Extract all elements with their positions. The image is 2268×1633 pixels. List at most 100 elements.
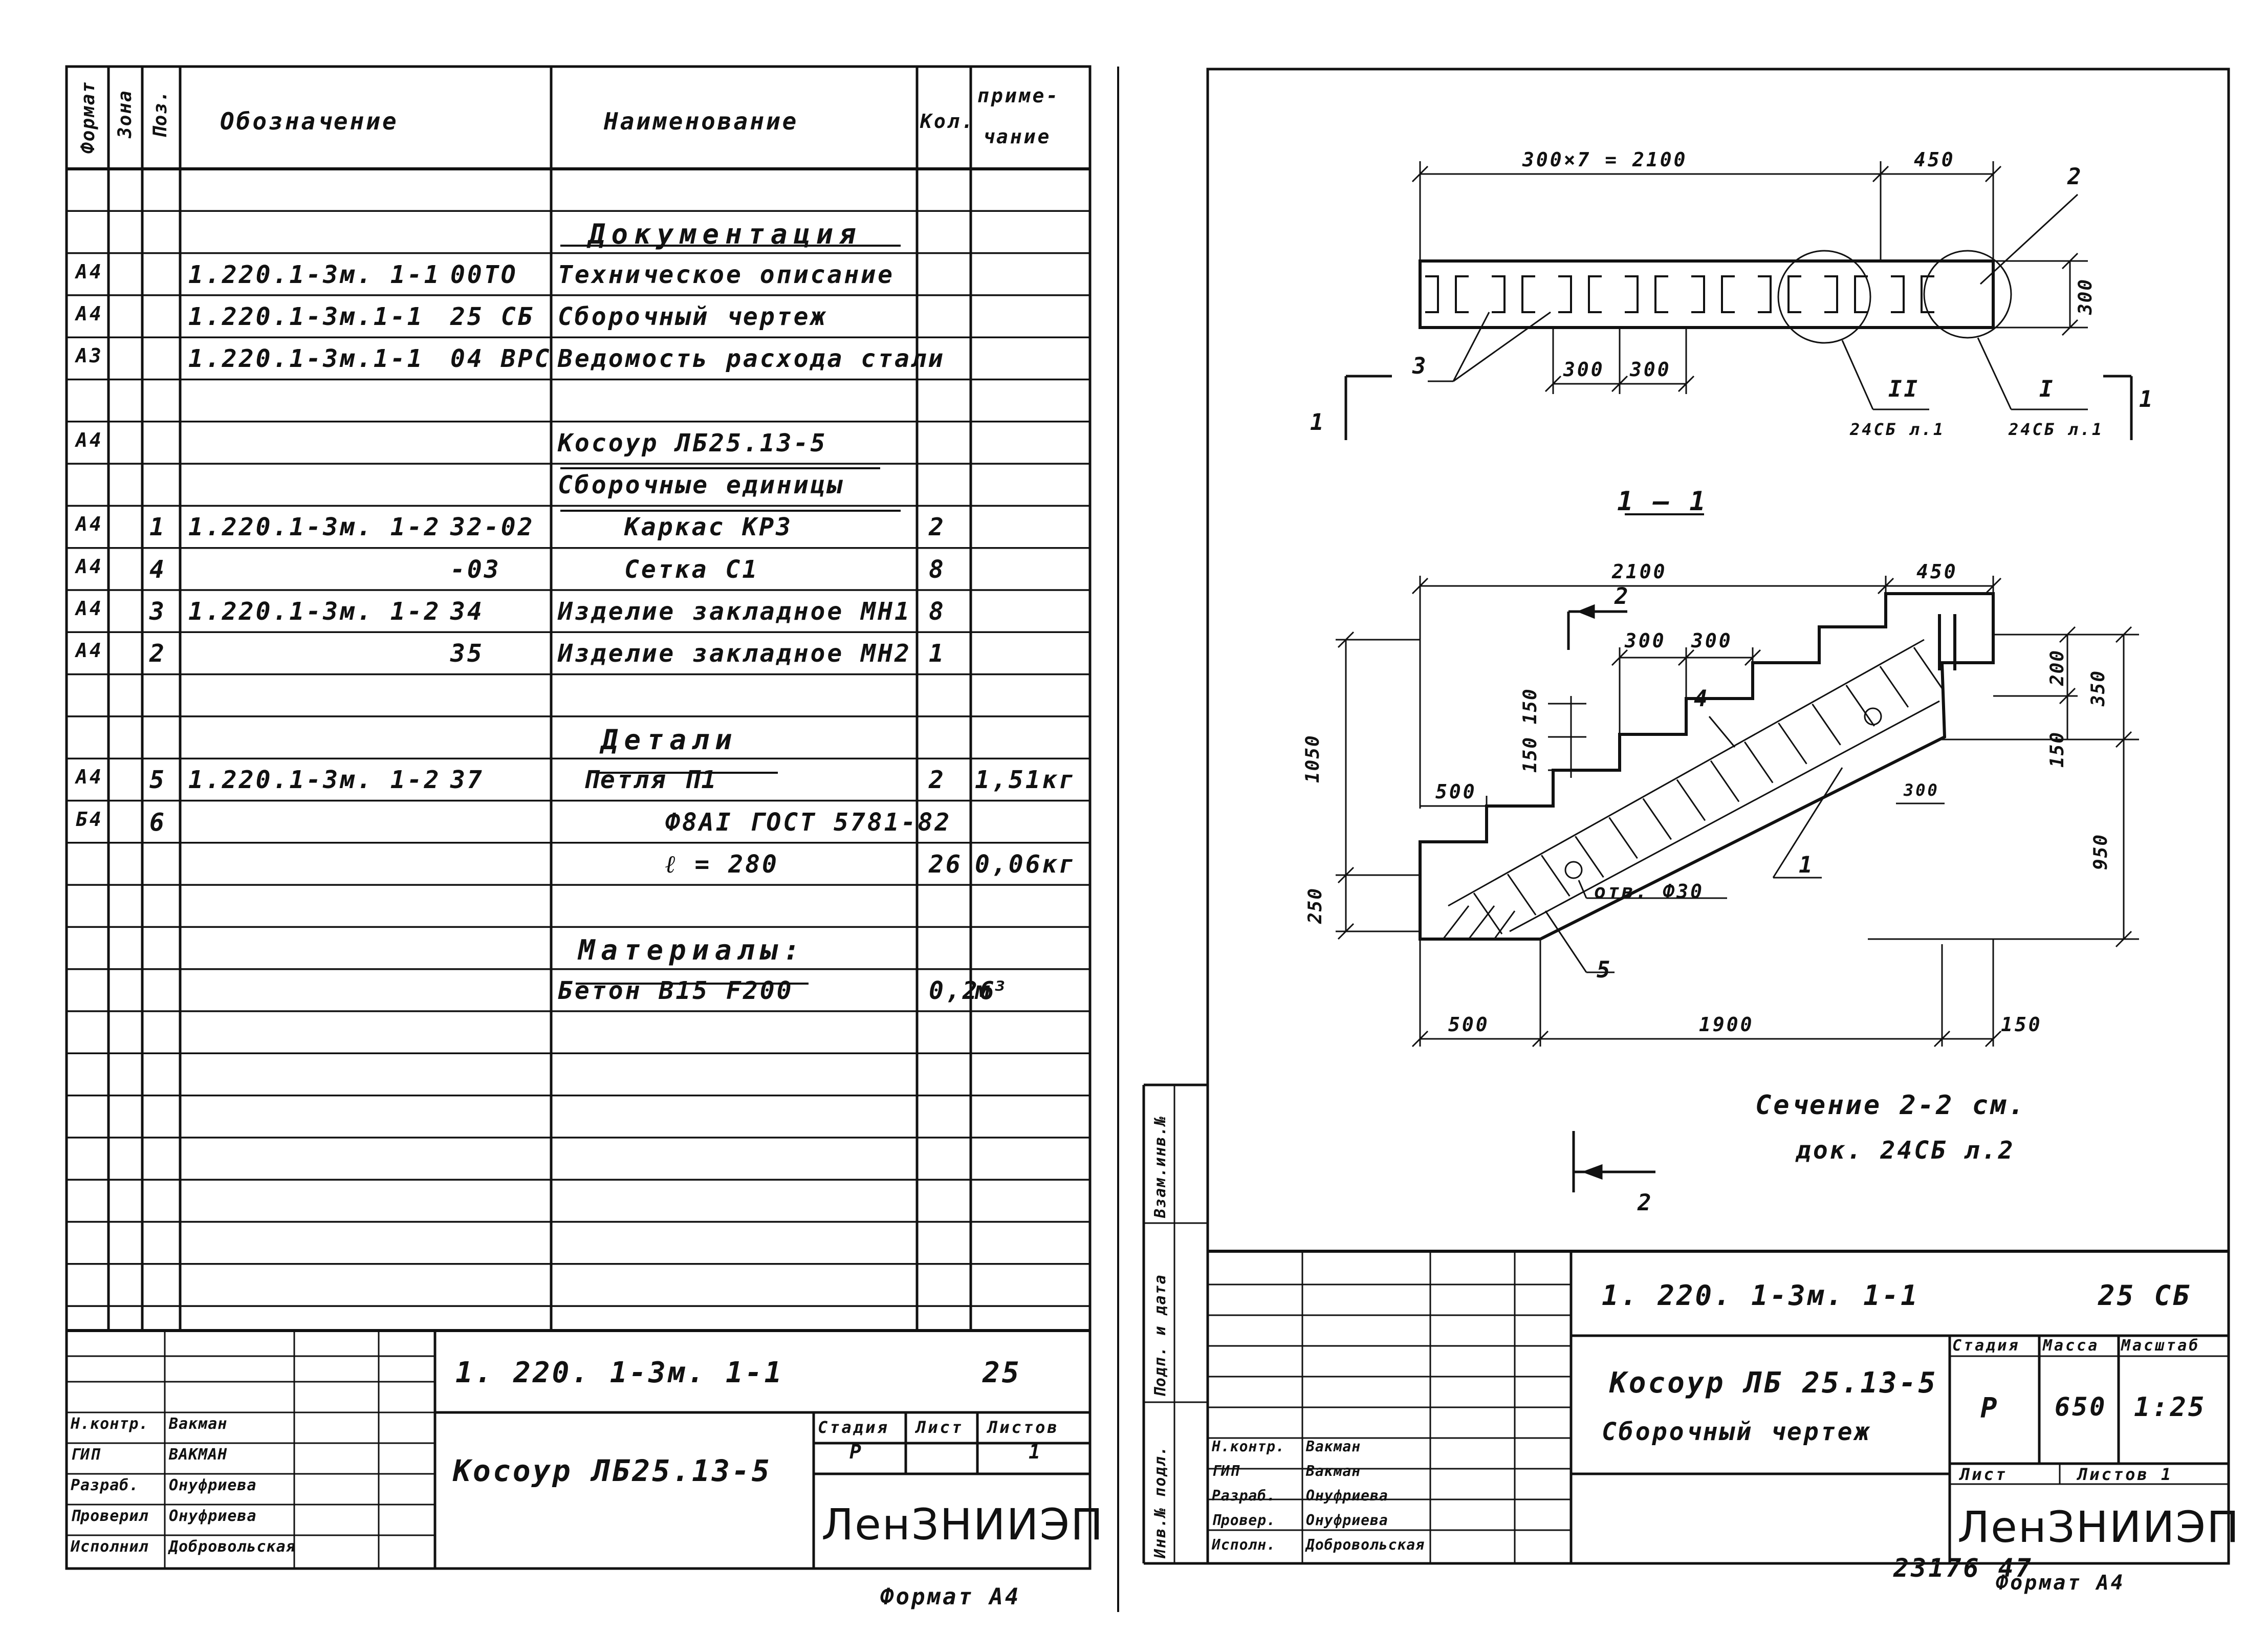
r-title-2: Сборочный чертеж bbox=[1602, 1418, 1871, 1446]
role-title: Проверил bbox=[71, 1507, 149, 1525]
sec-dim-350: 350 bbox=[2088, 669, 2109, 706]
r-sheets-label: Листов 1 bbox=[2078, 1465, 2173, 1484]
role-person: Онуфриева bbox=[1306, 1512, 1388, 1529]
spec-cell-pos: 2 bbox=[149, 639, 166, 668]
spec-cell-name: Сборочный чертеж bbox=[558, 302, 827, 331]
sec-mark-5: 5 bbox=[1597, 957, 1612, 983]
spec-cell-name: Сетка С1 bbox=[624, 555, 759, 584]
role-person: Добровольская bbox=[1306, 1536, 1425, 1553]
sec-dim-500-top: 500 bbox=[1435, 780, 1477, 803]
spec-cell-name: Бетон В15 F200 bbox=[558, 976, 794, 1005]
sec-hole: отв. Ф30 bbox=[1594, 880, 1705, 903]
spec-cell-code: 00ТО bbox=[450, 260, 518, 289]
role-person: Онуфриева bbox=[1306, 1487, 1388, 1504]
role-person: Вакман bbox=[169, 1415, 228, 1433]
spec-cell-name: Изделие закладное МН2 bbox=[558, 639, 911, 668]
sheet-label: Лист bbox=[916, 1418, 964, 1437]
bottom-number: 23176 47 bbox=[1893, 1553, 2033, 1583]
stage-value: Р bbox=[849, 1441, 863, 1463]
sec-dim-2100: 2100 bbox=[1612, 560, 1667, 583]
role-title: Н.контр. bbox=[1212, 1438, 1285, 1455]
spec-cell-pos: 5 bbox=[149, 766, 166, 795]
spec-cell-designation: 1.220.1-3м. 1-1 bbox=[188, 260, 441, 289]
r-org-logo: ЛенЗНИИЭП bbox=[1957, 1502, 2240, 1552]
spec-cell-name: Техническое описание bbox=[558, 260, 895, 289]
role-person: Добровольская bbox=[169, 1538, 296, 1556]
role-title: Провер. bbox=[1212, 1512, 1276, 1529]
sec-dim-1050: 1050 bbox=[1302, 734, 1323, 783]
spec-cell-qty: 8 bbox=[929, 555, 946, 584]
plan-cut-left: 1 bbox=[1310, 409, 1326, 436]
spec-cell-code: 35 bbox=[450, 639, 484, 668]
spec-cell-qty: 0,26 bbox=[929, 976, 996, 1005]
plan-dim-step2: 300 bbox=[1630, 358, 1671, 381]
plan-node-II: II bbox=[1888, 376, 1920, 402]
r-sheet-label: Лист bbox=[1960, 1465, 2008, 1484]
sec-cut-arrow-2: 2 bbox=[1638, 1190, 1653, 1216]
spec-cell-code: 25 СБ bbox=[450, 302, 535, 331]
role-title: Исполнил bbox=[71, 1538, 149, 1556]
doc-number: 1. 220. 1-3м. 1-1 bbox=[455, 1356, 784, 1389]
spec-cell-name: Каркас КР3 bbox=[624, 513, 793, 542]
section-note-1: Сечение 2-2 см. bbox=[1755, 1090, 2026, 1121]
header-name: Наименование bbox=[604, 107, 799, 135]
header-pos: Поз. bbox=[150, 90, 171, 138]
spec-cell-designation: 1.220.1-3м. 1-2 bbox=[188, 597, 441, 626]
spec-cell-name: Ведомость расхода стали bbox=[558, 344, 945, 374]
spec-cell-name: Косоур ЛБ25.13-5 bbox=[558, 428, 827, 458]
role-title: Исполн. bbox=[1212, 1536, 1276, 1553]
spec-cell-format: А4 bbox=[76, 597, 103, 620]
spec-cell-code: 04 ВРС bbox=[450, 344, 552, 374]
spec-cell-name: Материалы: bbox=[578, 934, 806, 967]
spec-cell-qty: 2 bbox=[929, 513, 946, 542]
spec-cell-format: А4 bbox=[76, 513, 103, 536]
plan-cut-right: 1 bbox=[2139, 386, 2155, 412]
sec-dim-200: 200 bbox=[2047, 649, 2068, 686]
spec-cell-name: Сборочные единицы bbox=[558, 471, 844, 500]
spec-cell-pos: 3 bbox=[149, 597, 166, 626]
spec-cell-code: -03 bbox=[450, 555, 501, 584]
sec-dim-250: 250 bbox=[1305, 887, 1326, 924]
spec-cell-designation: 1.220.1-3м. 1-2 bbox=[188, 513, 441, 542]
spec-cell-designation: 1.220.1-3м.1-1 bbox=[188, 302, 424, 331]
spec-cell-name: Документация bbox=[588, 218, 862, 251]
sec-dim-950: 950 bbox=[2090, 833, 2111, 870]
sec-dim-300b: 300 bbox=[1691, 629, 1733, 652]
r-mass: 650 bbox=[2055, 1392, 2107, 1422]
spec-cell-note: м³ bbox=[975, 976, 1009, 1005]
sec-dim-300a: 300 bbox=[1625, 629, 1666, 652]
sec-mark-1: 1 bbox=[1799, 852, 1815, 878]
plan-node-I: I bbox=[2039, 376, 2055, 402]
spec-cell-code: 32-02 bbox=[450, 513, 535, 542]
sec-dim-150-150: 150 150 bbox=[1520, 688, 1541, 773]
plan-dim-total: 300×7 = 2100 bbox=[1522, 148, 1688, 171]
r-title-1: Косоур ЛБ 25.13-5 bbox=[1609, 1366, 1938, 1400]
header-format: Формат bbox=[78, 80, 99, 154]
role-title: Разраб. bbox=[71, 1476, 139, 1494]
spec-cell-code: 37 bbox=[450, 766, 484, 795]
spec-cell-name: Детали bbox=[601, 723, 738, 756]
sec-dim-150-bot: 150 bbox=[2001, 1013, 2042, 1036]
spec-cell-pos: 4 bbox=[149, 555, 166, 584]
role-title: ГИП bbox=[1212, 1463, 1239, 1479]
spec-cell-format: А4 bbox=[76, 555, 103, 578]
r-mass-label: Масса bbox=[2043, 1337, 2100, 1355]
r-stage: Р bbox=[1980, 1392, 1999, 1424]
spec-cell-format: Б4 bbox=[76, 808, 103, 831]
role-title: Н.контр. bbox=[71, 1415, 149, 1433]
role-title: Разраб. bbox=[1212, 1487, 1276, 1504]
right-format-label: Формат А4 bbox=[1996, 1571, 2125, 1595]
plan-dim-height: 300 bbox=[2075, 278, 2096, 315]
role-person: Вакман bbox=[1306, 1463, 1361, 1479]
spec-cell-name: Ф8АI ГОСТ 5781-82 bbox=[665, 808, 952, 837]
plan-view bbox=[1419, 259, 1995, 329]
spec-cell-format: А4 bbox=[76, 428, 103, 451]
r-stage-label: Стадия bbox=[1952, 1337, 2020, 1355]
header-note-1: приме- bbox=[977, 84, 1060, 107]
r-scale: 1:25 bbox=[2134, 1392, 2207, 1423]
role-title: ГИП bbox=[71, 1446, 100, 1464]
sec-mark-4: 4 bbox=[1694, 686, 1710, 712]
role-person: Онуфриева bbox=[169, 1507, 257, 1525]
spec-cell-pos: 6 bbox=[149, 808, 166, 837]
